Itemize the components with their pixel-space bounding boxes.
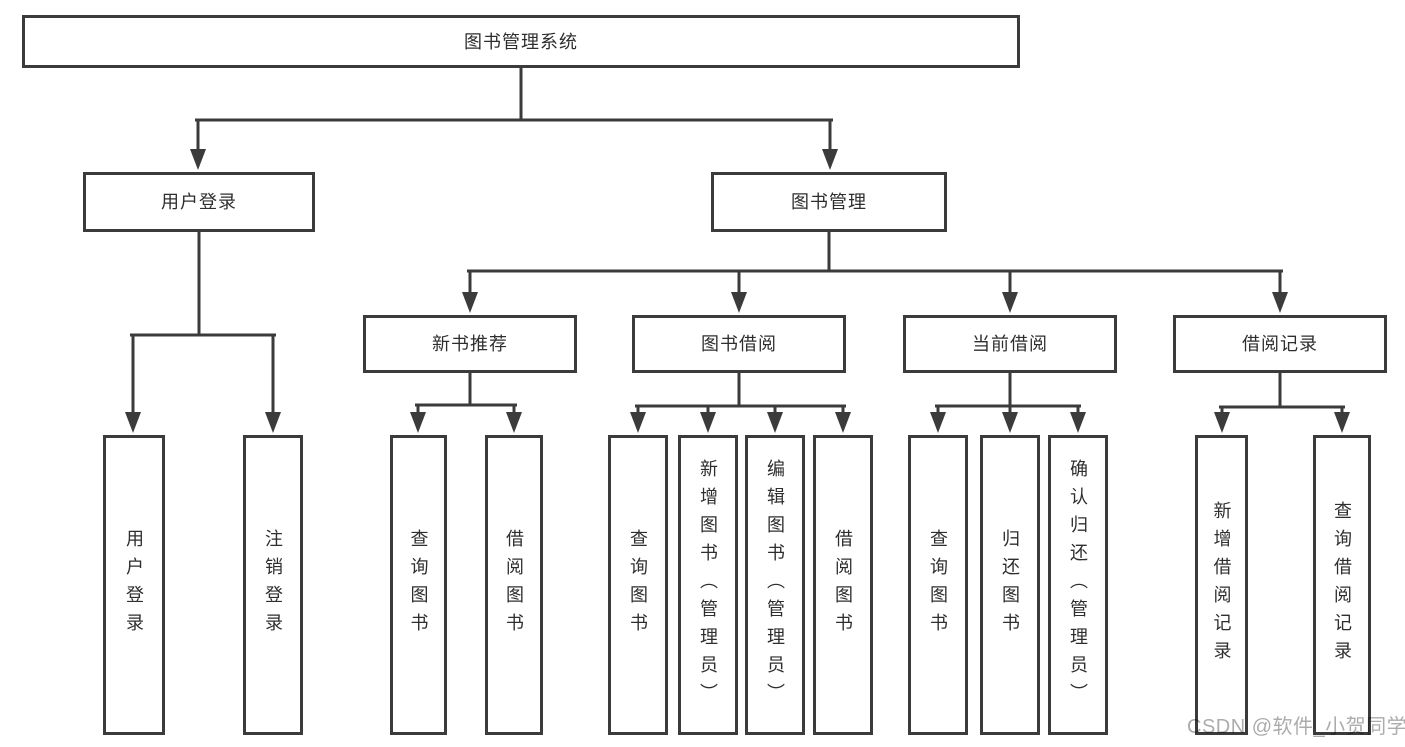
arrowhead-down (1002, 292, 1018, 313)
node-leaf-add-borrow-record: 新增借阅记录 (1195, 435, 1248, 735)
arrowhead-down (125, 412, 141, 433)
connector-recommend-to-leaves (415, 370, 517, 418)
node-leaf-return-books: 归还图书 (980, 435, 1040, 735)
node-leaf-borrow-books-recommend: 借阅图书 (485, 435, 543, 735)
arrowhead-down (410, 412, 426, 433)
arrowhead-down (700, 412, 716, 433)
arrowhead-down (265, 412, 281, 433)
arrowhead-down (835, 412, 851, 433)
arrowhead-down (822, 149, 838, 170)
arrowhead-down (1070, 412, 1086, 433)
connector-root-to-level2 (195, 64, 833, 155)
arrowhead-down (506, 412, 522, 433)
node-user-login: 用户登录 (83, 172, 315, 232)
node-leaf-user-login: 用户登录 (103, 435, 165, 735)
watermark: CSDN @软件_小贺同学 (1187, 716, 1405, 738)
arrowhead-down (630, 412, 646, 433)
node-leaf-logout: 注销登录 (243, 435, 303, 735)
node-leaf-query-books-borrow: 查询图书 (608, 435, 668, 735)
arrowhead-down (1272, 292, 1288, 313)
node-borrow-records: 借阅记录 (1173, 315, 1387, 373)
connector-login-to-leaves (130, 229, 276, 418)
connector-records-to-leaves (1219, 370, 1345, 418)
node-leaf-query-books-current: 查询图书 (908, 435, 968, 735)
arrowhead-down (767, 412, 783, 433)
arrowhead-down (190, 149, 206, 170)
node-leaf-query-borrow-record: 查询借阅记录 (1313, 435, 1371, 735)
node-leaf-edit-books-admin: 编辑图书（管理员） (745, 435, 805, 735)
node-current-borrow: 当前借阅 (903, 315, 1117, 373)
node-book-borrow: 图书借阅 (632, 315, 846, 373)
node-new-book-recommend: 新书推荐 (363, 315, 577, 373)
node-leaf-query-books-recommend: 查询图书 (390, 435, 447, 735)
node-leaf-borrow-books: 借阅图书 (813, 435, 873, 735)
arrowhead-down (462, 292, 478, 313)
arrowhead-down (1214, 412, 1230, 433)
node-leaf-confirm-return-admin: 确认归还（管理员） (1048, 435, 1108, 735)
connector-mgmt-to-level3 (467, 229, 1283, 298)
arrowhead-down (731, 292, 747, 313)
arrowhead-down (930, 412, 946, 433)
connector-borrow-to-leaves (635, 370, 846, 418)
arrowhead-down (1002, 412, 1018, 433)
node-book-management: 图书管理 (711, 172, 947, 232)
node-root-system: 图书管理系统 (22, 15, 1020, 68)
node-leaf-add-books-admin: 新增图书（管理员） (678, 435, 738, 735)
connector-current-to-leaves (935, 370, 1081, 418)
arrowhead-down (1334, 412, 1350, 433)
